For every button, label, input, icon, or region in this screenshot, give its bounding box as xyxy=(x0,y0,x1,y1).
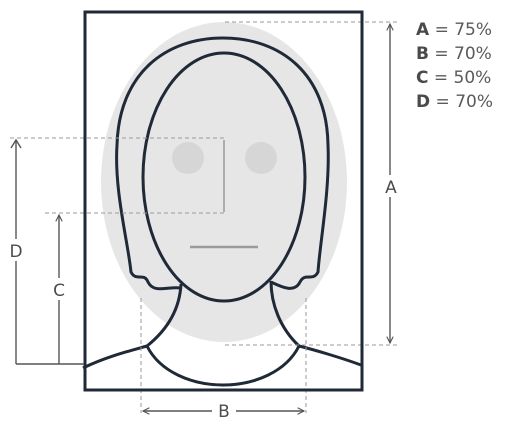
legend-key: C xyxy=(416,68,429,88)
ratio-legend: A = 75% B = 70% C = 50% D = 70% xyxy=(416,18,493,114)
legend-row-b: B = 70% xyxy=(416,42,493,66)
dimension-a-label: A xyxy=(385,178,397,198)
neck-outline xyxy=(146,280,301,348)
legend-key: D xyxy=(416,92,431,112)
legend-value: 70% xyxy=(455,92,493,112)
legend-sep: = xyxy=(429,20,455,40)
legend-row-a: A = 75% xyxy=(416,18,493,42)
legend-row-c: C = 50% xyxy=(416,66,493,90)
dimension-b-label: B xyxy=(218,402,230,421)
dimension-c-label: C xyxy=(53,281,65,301)
legend-value: 75% xyxy=(454,20,493,40)
shoulders-outline xyxy=(82,344,362,387)
hair-outline xyxy=(115,36,330,291)
legend-key: B xyxy=(416,44,429,64)
legend-key: A xyxy=(416,20,430,40)
dimension-d-label: D xyxy=(9,242,22,262)
legend-value: 50% xyxy=(453,68,492,88)
right-eye xyxy=(245,142,277,174)
guide-lines xyxy=(10,21,400,413)
legend-value: 70% xyxy=(454,44,492,64)
left-eye xyxy=(172,142,204,174)
legend-sep: = xyxy=(428,44,455,64)
legend-sep: = xyxy=(430,92,456,112)
photo-frame xyxy=(83,10,364,392)
legend-row-d: D = 70% xyxy=(416,90,493,114)
dimension-d-arrowhead xyxy=(10,138,22,149)
face-outline xyxy=(141,51,307,303)
legend-sep: = xyxy=(428,68,454,88)
